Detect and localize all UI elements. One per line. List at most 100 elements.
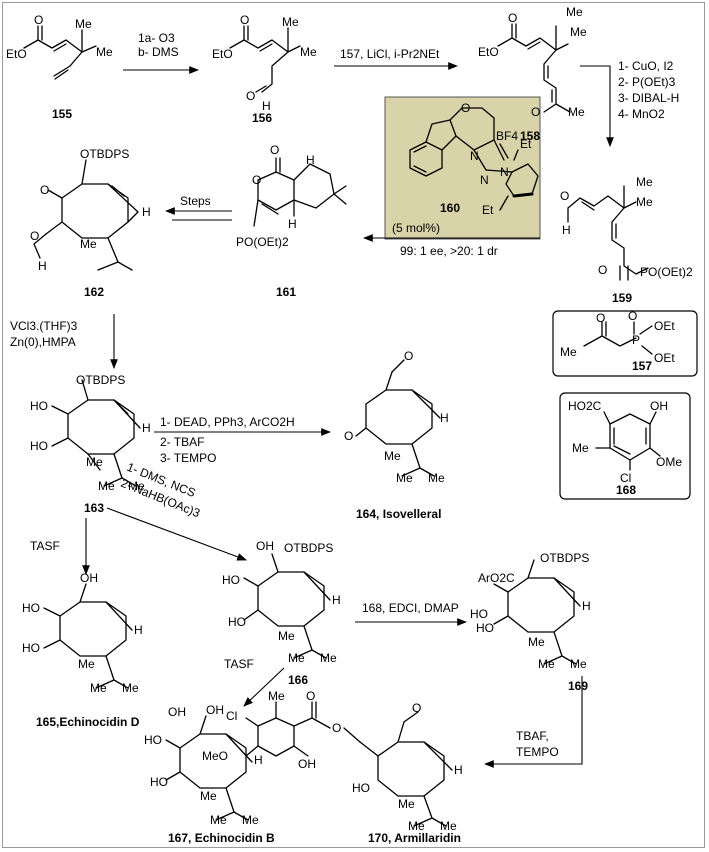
reagent-box-168 xyxy=(559,392,691,500)
atom-ho-166b: HO xyxy=(228,615,246,629)
cond-step12-b: TEMPO xyxy=(516,745,559,759)
atom-h-165: H xyxy=(134,623,143,637)
atom-oh-166: OH xyxy=(256,539,274,553)
compound-164: 164, Isovelleral xyxy=(356,507,441,521)
atom-meo-170: MeO xyxy=(202,749,228,763)
structure-164 xyxy=(355,359,441,477)
atom-o-155: O xyxy=(34,13,43,27)
cond-step7-a: 1- DEAD, PPh3, ArCO2H xyxy=(160,415,295,429)
atom-me-158b: Me xyxy=(570,25,587,39)
atom-me-166: Me xyxy=(278,629,295,643)
atom-me-157: Me xyxy=(560,345,577,359)
atom-me-167b: Me xyxy=(210,813,227,827)
cond-step3-a: 1- CuO, I2 xyxy=(618,59,674,73)
cond-step9: TASF xyxy=(30,539,60,553)
atom-h-162b: H xyxy=(142,205,151,219)
structure-170 xyxy=(245,701,453,827)
atom-o-160: O xyxy=(461,101,470,115)
atom-ho-167: HO xyxy=(144,733,162,747)
atom-et-160b: Et xyxy=(482,203,494,217)
atom-ho-163b: HO xyxy=(30,439,48,453)
structure-165 xyxy=(43,583,133,689)
atom-me-170d: Me xyxy=(440,819,457,833)
atom-o-170b: O xyxy=(332,721,341,735)
atom-oh-167b: OH xyxy=(206,703,224,717)
atom-oh-170: OH xyxy=(298,757,316,771)
cond-step3-d: 4- MnO2 xyxy=(618,107,665,121)
atom-o-170: O xyxy=(306,689,315,703)
atom-h-162: H xyxy=(38,259,47,273)
atom-otbdps-163: OTBDPS xyxy=(76,373,125,387)
atom-eto-155: EtO xyxy=(6,47,27,61)
atom-me-165b: Me xyxy=(90,681,107,695)
atom-ho-165: HO xyxy=(22,601,40,615)
atom-me-163: Me xyxy=(86,455,103,469)
compound-157: 157 xyxy=(632,359,652,373)
compound-156: 156 xyxy=(252,111,272,125)
atom-o-164b: O xyxy=(344,429,353,443)
atom-me-170b: Me xyxy=(398,797,415,811)
compound-159: 159 xyxy=(612,291,632,305)
atom-o-159: O xyxy=(560,189,569,203)
atom-ho-169: HO xyxy=(470,607,488,621)
atom-me-167c: Me xyxy=(242,813,259,827)
structure-160 xyxy=(409,107,539,211)
atom-h-156: H xyxy=(262,99,271,113)
atom-n-160b: N xyxy=(480,173,489,187)
atom-me-156: Me xyxy=(300,45,317,59)
atom-poet-159: PO(OEt)2 xyxy=(640,265,693,279)
atom-me-166b: Me xyxy=(288,651,305,665)
atom-me-165c: Me xyxy=(122,681,139,695)
atom-otbdps-166: OTBDPS xyxy=(284,541,333,555)
atom-o-161: O xyxy=(270,143,279,157)
atom-h-170: H xyxy=(454,763,463,777)
cond-step4: 99: 1 ee, >20: 1 dr xyxy=(400,244,498,258)
atom-cl-170: Cl xyxy=(226,709,237,723)
atom-ho-169b: HO xyxy=(476,621,494,635)
atom-n-160c: N xyxy=(500,165,509,179)
compound-165: 165,Echinocidin D xyxy=(36,715,140,729)
atom-h-161b: H xyxy=(288,217,297,231)
atom-eto-156: EtO xyxy=(212,47,233,61)
atom-poet-161: PO(OEt)2 xyxy=(236,235,289,249)
atom-me-163c: Me xyxy=(128,479,145,493)
catalyst-box xyxy=(384,96,541,240)
atom-me-158c: Me xyxy=(568,105,585,119)
atom-o-158b: O xyxy=(531,105,540,119)
atom-me-164b: Me xyxy=(396,471,413,485)
atom-me-166c: Me xyxy=(320,651,337,665)
structure-157 xyxy=(583,321,653,355)
structure-161 xyxy=(253,157,347,227)
atom-h-164: H xyxy=(440,411,449,425)
atom-otbdps-169: OTBDPS xyxy=(540,551,589,565)
atom-o-159b: O xyxy=(598,263,607,277)
cond-step6-b: Zn(0),HMPA xyxy=(10,335,76,349)
atom-o-158: O xyxy=(508,11,517,25)
atom-ho-166: HO xyxy=(222,573,240,587)
atom-me-159b: Me xyxy=(636,195,653,209)
atom-o-164: O xyxy=(404,349,413,363)
structure-169 xyxy=(493,559,581,665)
atom-et-160a: Et xyxy=(520,137,532,151)
arrow-163-166 xyxy=(106,507,248,561)
cond-step1-b: b- DMS xyxy=(138,45,179,59)
cond-step6-a: VCl3.(THF)3 xyxy=(10,319,78,333)
structure-163 xyxy=(51,379,141,487)
compound-168: 168 xyxy=(616,483,636,497)
atom-me-163b: Me xyxy=(98,479,115,493)
compound-163: 163 xyxy=(84,501,104,515)
atom-o-157b: O xyxy=(628,309,637,323)
atom-me-155b: Me xyxy=(75,17,92,31)
structure-166 xyxy=(243,553,331,659)
atom-me-169b: Me xyxy=(538,657,555,671)
catalyst-loading: (5 mol%) xyxy=(392,221,440,235)
cond-step12-a: TBAF, xyxy=(516,729,549,743)
atom-oh-165: OH xyxy=(80,571,98,585)
atom-me-168: Me xyxy=(572,441,589,455)
atom-otbdps-162: OTBDPS xyxy=(80,147,129,161)
structure-158 xyxy=(497,23,571,113)
compound-160: 160 xyxy=(440,201,460,215)
atom-ome-168: OMe xyxy=(656,455,682,469)
cond-step2: 157, LiCl, i-Pr2NEt xyxy=(340,47,440,61)
